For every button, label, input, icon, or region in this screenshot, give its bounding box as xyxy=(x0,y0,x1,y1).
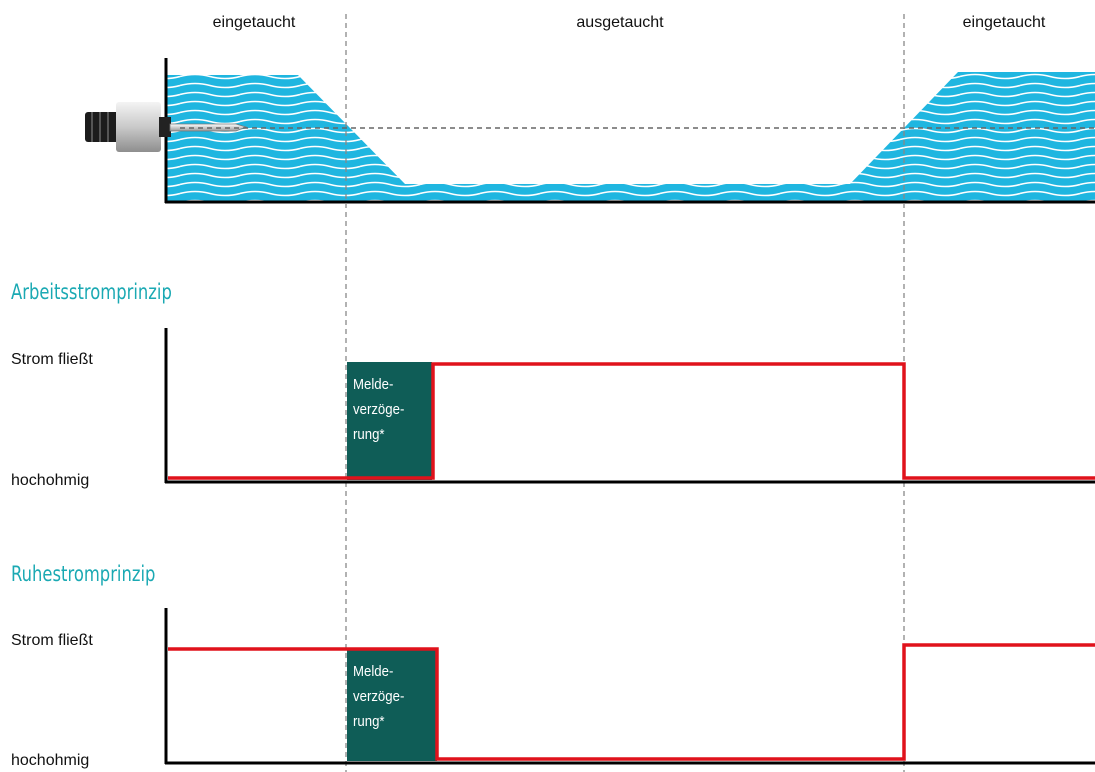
delay-label-line: verzöge- xyxy=(353,401,405,418)
delay-label-line: Melde- xyxy=(353,663,394,680)
state-label-high-ruhestrom: Strom fließt xyxy=(11,632,93,649)
zone-label-right: eingetaucht xyxy=(962,14,1046,31)
delay-box-arbeitsstrom xyxy=(347,362,432,480)
delay-label-line: rung* xyxy=(353,713,385,730)
water-level-area xyxy=(166,72,1095,202)
zone-label-left: eingetaucht xyxy=(212,14,296,31)
section-title-ruhestrom: Ruhestromprinzip xyxy=(11,562,156,586)
delay-label-line: verzöge- xyxy=(353,688,405,705)
state-label-low-ruhestrom: hochohmig xyxy=(11,752,90,769)
section-title-arbeitsstrom: Arbeitsstromprinzip xyxy=(11,280,172,304)
delay-label-arbeitsstrom: Melde- verzöge- rung* xyxy=(353,372,404,447)
signal-line-ruhestrom xyxy=(168,643,1095,761)
state-label-high-arbeitsstrom: Strom fließt xyxy=(11,351,93,368)
delay-label-line: rung* xyxy=(353,426,385,443)
delay-box-ruhestrom xyxy=(347,649,437,761)
state-label-low-arbeitsstrom: hochohmig xyxy=(11,472,90,489)
signal-line-arbeitsstrom xyxy=(168,362,1095,480)
delay-label-line: Melde- xyxy=(353,376,394,393)
delay-label-ruhestrom: Melde- verzöge- rung* xyxy=(353,659,404,734)
zone-label-middle: ausgetaucht xyxy=(576,14,664,31)
